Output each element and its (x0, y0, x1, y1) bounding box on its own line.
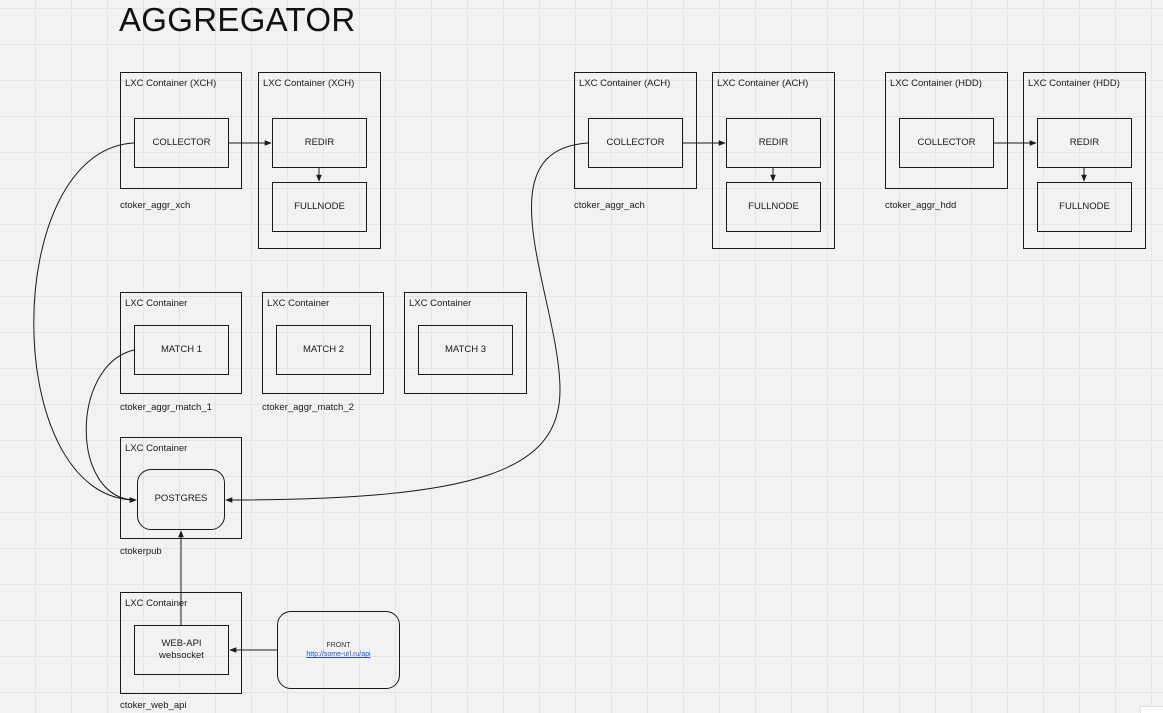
corner-tab (1140, 706, 1163, 713)
postgres-node[interactable]: POSTGRES (137, 469, 225, 530)
diagram-title: AGGREGATOR (119, 1, 356, 38)
xch-collector-node[interactable]: COLLECTOR (134, 118, 229, 168)
hdd-collector-container[interactable]: LXC Container (HDD) (885, 72, 1008, 189)
match-1-node[interactable]: MATCH 1 (134, 325, 229, 375)
hdd-redir-node[interactable]: REDIR (1037, 118, 1132, 168)
webapi-node[interactable]: WEB-API websocket (134, 625, 229, 675)
container-title: LXC Container (HDD) (890, 78, 982, 89)
xch-collector-container[interactable]: LXC Container (XCH) (120, 72, 242, 189)
ach-redir-container[interactable]: LXC Container (ACH) (712, 72, 835, 249)
ach-collector-node[interactable]: COLLECTOR (588, 118, 683, 168)
pub-caption: ctokerpub (120, 546, 162, 557)
container-title: LXC Container (XCH) (263, 78, 355, 89)
ach-caption: ctoker_aggr_ach (574, 200, 645, 211)
container-title: LXC Container (ACH) (717, 78, 809, 89)
hdd-fullnode-node[interactable]: FULLNODE (1037, 182, 1132, 232)
front-node[interactable]: FRONT http://some-url.ru/api (277, 611, 400, 689)
hdd-caption: ctoker_aggr_hdd (885, 200, 957, 211)
match-3-node[interactable]: MATCH 3 (418, 325, 513, 375)
container-title: LXC Container (125, 598, 188, 609)
front-label: FRONT (326, 641, 351, 649)
webapi-label: WEB-API (161, 637, 202, 649)
hdd-redir-container[interactable]: LXC Container (HDD) (1023, 72, 1146, 249)
container-title: LXC Container (125, 443, 188, 454)
container-title: LXC Container (HDD) (1028, 78, 1120, 89)
match-2-caption: ctoker_aggr_match_2 (262, 402, 354, 413)
match-1-caption: ctoker_aggr_match_1 (120, 402, 212, 413)
container-title: LXC Container (125, 298, 188, 309)
hdd-collector-node[interactable]: COLLECTOR (899, 118, 994, 168)
ach-redir-node[interactable]: REDIR (726, 118, 821, 168)
front-link[interactable]: http://some-url.ru/api (306, 651, 371, 658)
websocket-label: websocket (159, 650, 204, 661)
xch-redir-node[interactable]: REDIR (272, 118, 367, 168)
container-title: LXC Container (XCH) (125, 78, 217, 89)
container-title: LXC Container (409, 298, 472, 309)
ach-fullnode-node[interactable]: FULLNODE (726, 182, 821, 232)
match-2-node[interactable]: MATCH 2 (276, 325, 371, 375)
webapi-caption: ctoker_web_api (120, 700, 187, 711)
xch-caption: ctoker_aggr_xch (120, 200, 191, 211)
ach-collector-container[interactable]: LXC Container (ACH) (574, 72, 697, 189)
container-title: LXC Container (ACH) (579, 78, 671, 89)
container-title: LXC Container (267, 298, 330, 309)
xch-fullnode-node[interactable]: FULLNODE (272, 182, 367, 232)
